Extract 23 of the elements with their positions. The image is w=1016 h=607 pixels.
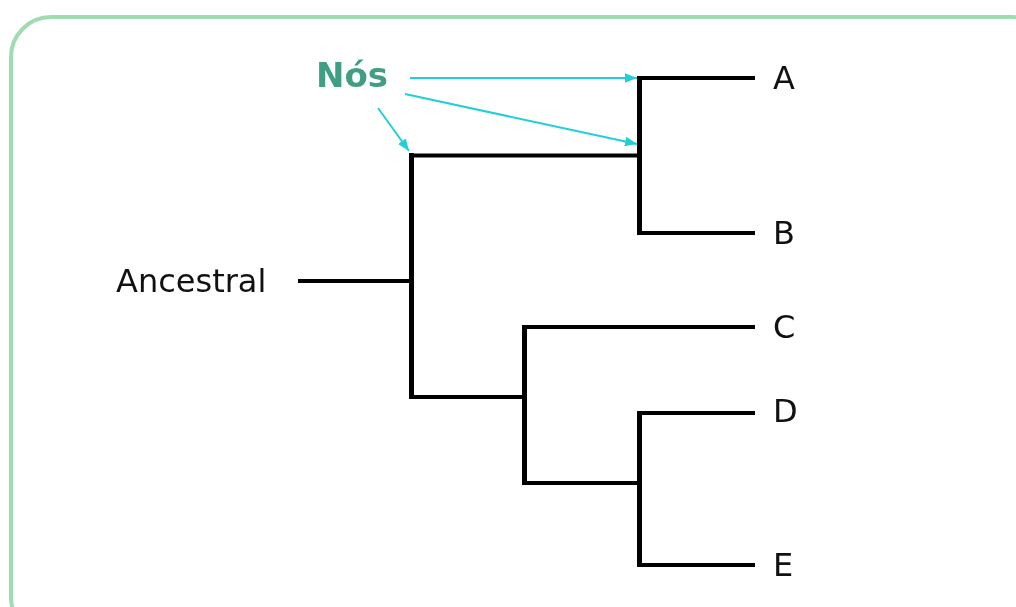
ancestor-label: Ancestral bbox=[116, 262, 298, 300]
leaf-label: D bbox=[755, 391, 815, 431]
leader-arrow bbox=[377, 107, 410, 152]
tree-branch bbox=[642, 563, 755, 567]
tree-node-bar bbox=[637, 411, 642, 567]
tree-branch bbox=[298, 279, 409, 283]
tree-branch bbox=[527, 481, 637, 485]
leaf-label: A bbox=[755, 58, 815, 98]
leader-arrow bbox=[404, 93, 638, 147]
tree-node-bar bbox=[522, 325, 527, 485]
tree-branch bbox=[414, 153, 637, 158]
leaf-label: E bbox=[755, 545, 815, 585]
tree-node-bar bbox=[409, 153, 414, 399]
tree-node-bar bbox=[637, 76, 642, 235]
leader-arrow bbox=[409, 73, 638, 83]
leaf-label: C bbox=[755, 307, 815, 347]
leaf-label: B bbox=[755, 213, 815, 253]
tree-branch bbox=[642, 411, 755, 415]
tree-branch bbox=[642, 231, 755, 235]
tree-branch bbox=[414, 395, 522, 399]
callout-label: Nós bbox=[316, 54, 396, 96]
tree-branch bbox=[527, 325, 755, 329]
tree-branch bbox=[642, 76, 755, 80]
